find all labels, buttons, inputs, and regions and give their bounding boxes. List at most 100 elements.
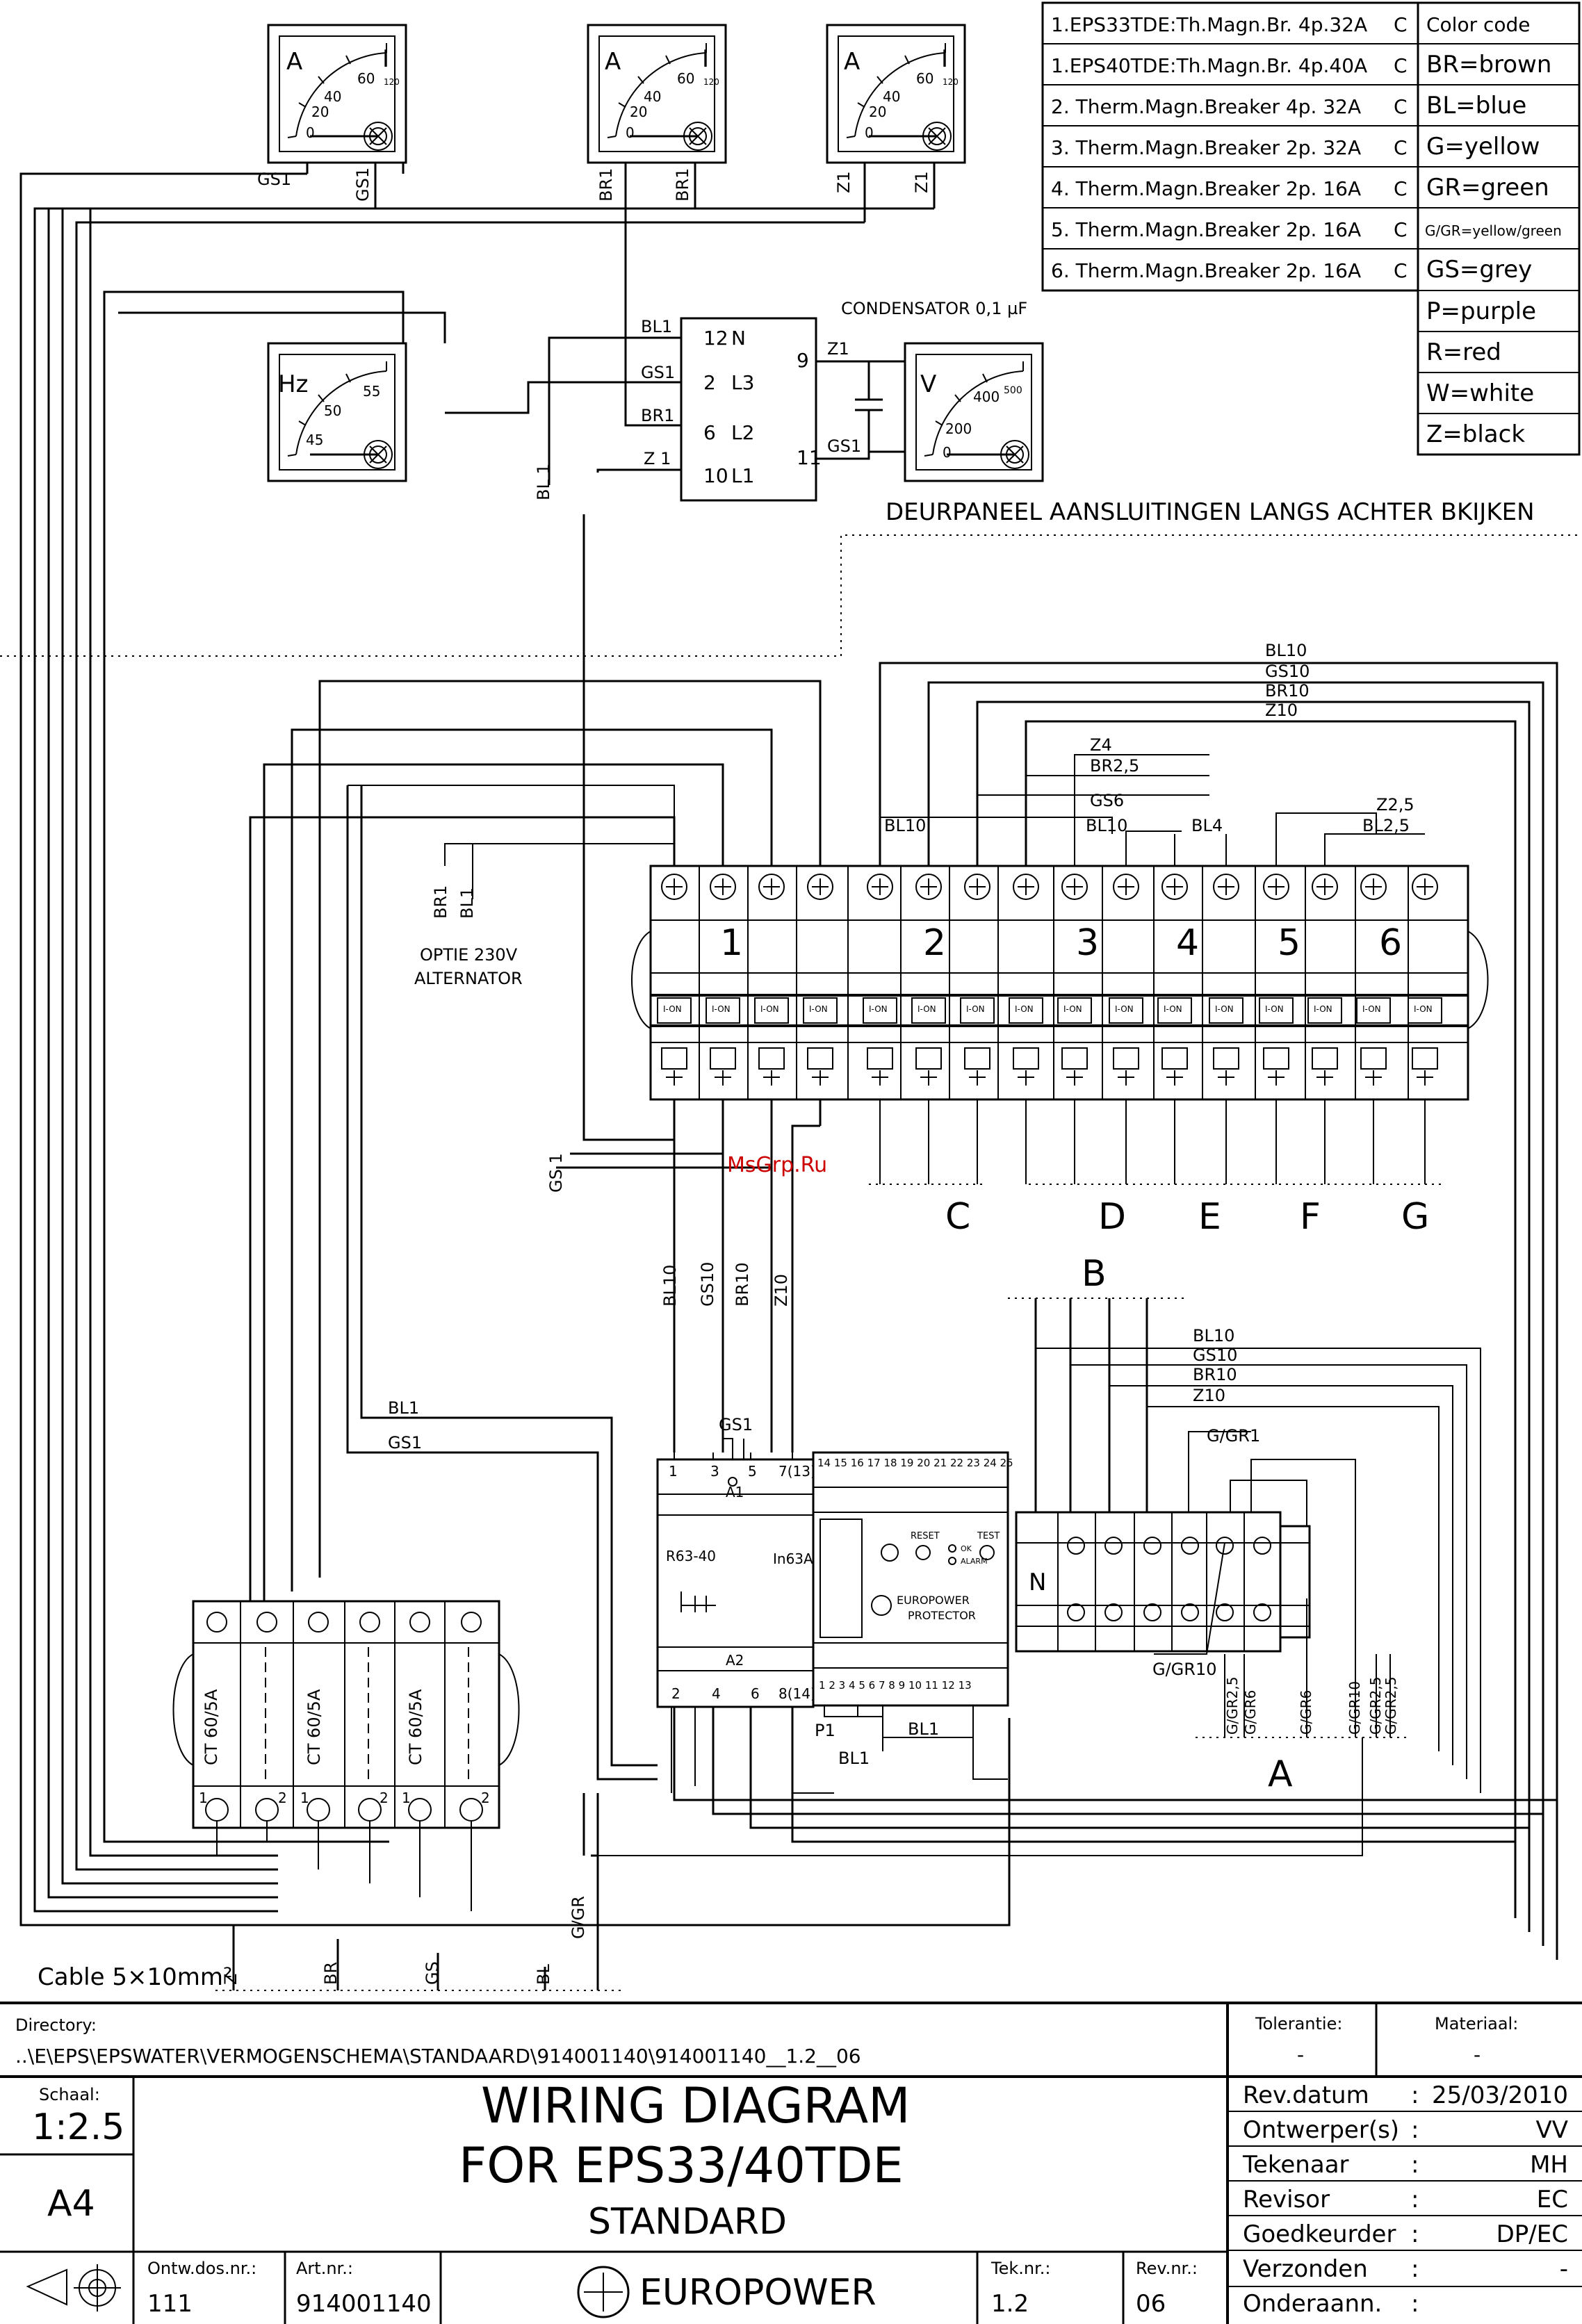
b-bus-gs10: GS10 [1193, 1345, 1237, 1365]
switch-on-label: I-ON [712, 1004, 731, 1014]
terminal-bottom [1312, 1047, 1338, 1070]
output-e: E [1198, 1196, 1221, 1238]
ammeter-1: A 0 20 40 60 I 120 [267, 24, 407, 164]
materiaal-label: Materiaal: [1435, 2014, 1518, 2034]
legend-type-7: C [1394, 259, 1408, 282]
info-value: - [1560, 2255, 1568, 2283]
color-black: Z=black [1426, 420, 1525, 448]
ammeter-1-tick-40: 40 [324, 88, 341, 105]
info-sep: : [1411, 2116, 1419, 2144]
info-key: Rev.datum [1243, 2081, 1369, 2109]
terminal-bottom-screw [969, 1070, 986, 1086]
ammeter-2-tick-0: 0 [626, 124, 635, 141]
a-ggr6-2: G/GR6 [1298, 1690, 1314, 1735]
rev-label: Rev.nr.: [1136, 2259, 1198, 2278]
switch-on-label: I-ON [1215, 1004, 1234, 1014]
main-cable: Cable 5×10mm² Z BR GS BL G/GR [38, 1737, 1363, 1991]
ct-2-label: CT 60/5A [304, 1689, 324, 1765]
hz-tick-50: 50 [324, 402, 341, 419]
protector-pins-bottom: 1 2 3 4 5 6 7 8 9 10 11 12 13 [819, 1679, 972, 1692]
terminal-bottom [915, 1047, 942, 1070]
color-code-title: Color code [1426, 13, 1531, 36]
title-block: Directory: ..\E\EPS\EPSWATER\VERMOGENSCH… [0, 2003, 1582, 2324]
relay-pin-6: 6 [703, 421, 716, 444]
drawing-title-1: WIRING DIAGRAM [481, 2077, 911, 2134]
hz-tick-45: 45 [306, 432, 323, 448]
a-ggr25-1: G/GR2,5 [1224, 1677, 1241, 1735]
terminal-bottom-screw [1166, 1070, 1183, 1086]
lead-z1-b: Z1 [912, 171, 931, 193]
terminal-top-screw [666, 878, 683, 895]
rcd-pin-1: 1 [669, 1463, 678, 1480]
terminal-bottom-screw [1018, 1070, 1034, 1086]
switch-toggle [863, 997, 897, 1024]
terminal-top [867, 874, 893, 900]
ct-3-label: CT 60/5A [406, 1689, 425, 1765]
bus-br25: BR2,5 [1090, 756, 1139, 776]
mid-gs10: GS10 [698, 1262, 717, 1307]
directory-label: Directory: [15, 2015, 97, 2035]
vertical-gs1: GS 1 [546, 1153, 566, 1193]
bus-br10: BR10 [1265, 681, 1310, 701]
terminal-bottom-screw [1118, 1070, 1134, 1086]
terminal-bottom-screw [1417, 1070, 1433, 1086]
terminal-top [758, 874, 785, 900]
breaker1-input-wires: BR1 BL1 OPTIE 230V ALTERNATOR [249, 680, 822, 1619]
terminal-top [1263, 874, 1289, 900]
terminal-top-screw [1417, 878, 1433, 895]
legend-type-6: C [1394, 218, 1408, 241]
terminal-bottom-screw [920, 1070, 937, 1086]
output-d: D [1098, 1196, 1126, 1238]
relay-wire-z1: Z 1 [644, 449, 671, 468]
rcd-model: R63-40 [666, 1548, 716, 1564]
lead-br1-b: BR1 [673, 168, 692, 202]
relay-pin-l2: L2 [731, 421, 754, 444]
terminal-top-screw [969, 878, 986, 895]
ammeter-1-tick-0: 0 [306, 124, 315, 141]
protector-test: TEST [977, 1531, 1000, 1541]
lead-br1-a: BR1 [596, 168, 616, 202]
volt-tick-0: 0 [943, 444, 952, 461]
switch-toggle [803, 997, 838, 1024]
bus-bl4: BL4 [1191, 816, 1223, 835]
color-code-table: Color code BR=brown BL=blue G=yellow GR=… [1417, 1, 1581, 456]
terminal-bottom-screw [1268, 1070, 1285, 1086]
mid-bl10: BL10 [660, 1265, 680, 1307]
volt-meter-unit: V [920, 370, 936, 398]
b-bus-br10: BR10 [1193, 1365, 1237, 1384]
terminal-bottom-screw [812, 1070, 829, 1086]
ammeter-3-tick-i: I [941, 45, 948, 73]
frequency-meter-unit: Hz [278, 370, 308, 398]
info-value: MH [1530, 2151, 1568, 2179]
ammeter-leads: GS1 GS1 BR1 BR1 Z1 Z1 [257, 163, 936, 222]
lead-gs1-a: GS1 [257, 170, 291, 189]
ct-2-pin-1: 1 [300, 1790, 309, 1806]
terminal-top [1213, 874, 1239, 900]
cable-wire-bl: BL [534, 1964, 553, 1985]
legend-row-3: 2. Therm.Magn.Breaker 4p. 32A [1051, 95, 1361, 118]
vertical-bl1-opt: BL1 [457, 887, 477, 919]
ontw-value: 111 [147, 2290, 193, 2318]
switch-toggle [657, 997, 692, 1024]
switch-on-label: I-ON [966, 1004, 985, 1014]
terminal-bottom [758, 1047, 785, 1070]
legend-row-7: 6. Therm.Magn.Breaker 2p. 16A [1051, 259, 1361, 282]
drawing-subtitle: STANDARD [588, 2201, 787, 2243]
relay-out-z1: Z1 [827, 339, 849, 359]
rcd-pin-2: 2 [671, 1685, 680, 1702]
condensator-label: CONDENSATOR 0,1 µF [841, 299, 1027, 318]
ammeter-2-tick-60: 60 [677, 70, 694, 87]
switch-on-label: I-ON [1265, 1004, 1284, 1014]
terminal-block-n: N G/GR10 [1015, 1511, 1311, 1679]
terminal-top-screw [1316, 878, 1333, 895]
switch-toggle [911, 997, 946, 1024]
output-f: F [1300, 1196, 1321, 1238]
switch-toggle [1259, 997, 1294, 1024]
terminal-bottom [661, 1047, 687, 1070]
info-value: DP/EC [1497, 2220, 1568, 2248]
ct-1-pin-2: 2 [278, 1790, 287, 1806]
terminal-top [661, 874, 687, 900]
color-red: R=red [1426, 338, 1501, 366]
projection-symbol [26, 2264, 121, 2311]
